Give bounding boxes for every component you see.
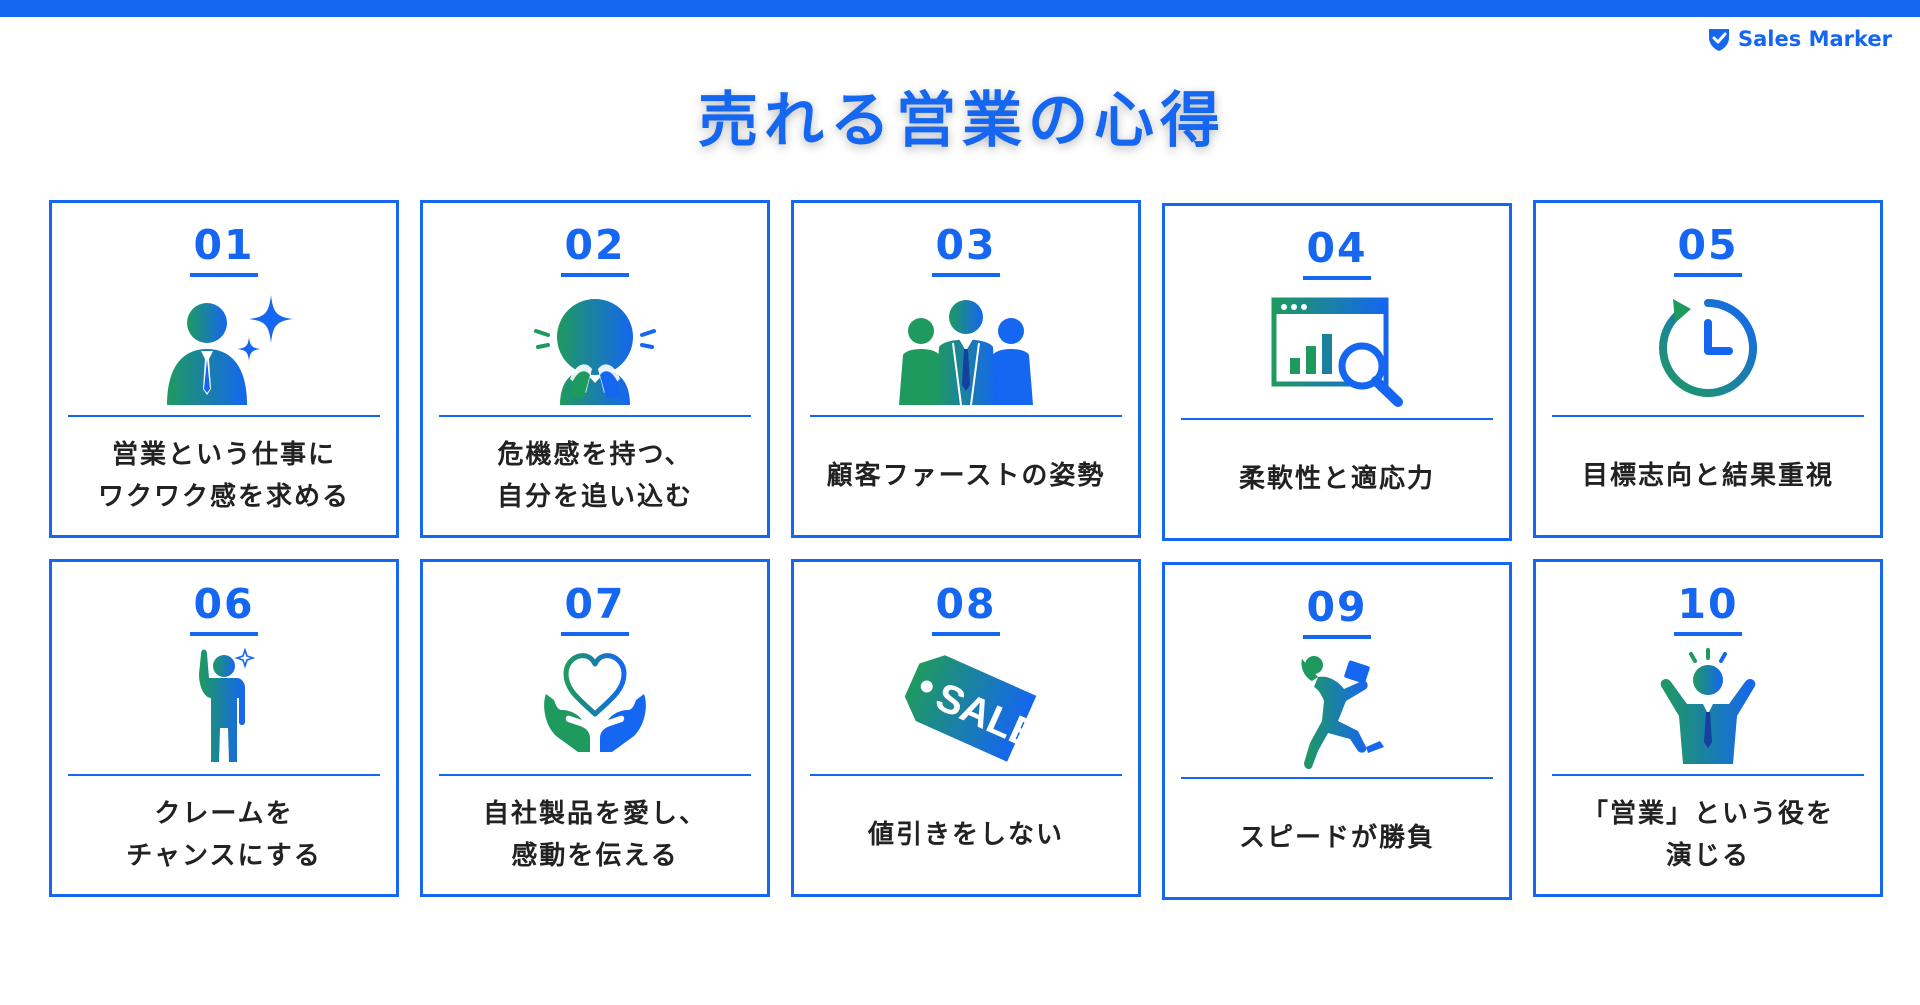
- tip-label: 顧客ファーストの姿勢: [826, 460, 1106, 491]
- divider: [1552, 415, 1864, 417]
- tip-label: 目標志向と結果重視: [1581, 460, 1834, 491]
- divider: [1181, 777, 1493, 779]
- tip-label: 値引きをしない: [867, 819, 1064, 850]
- tip-number: 10: [1536, 580, 1880, 636]
- sales-marker-logo-icon: [1709, 29, 1730, 51]
- tip-label: スピードが勝負: [1238, 822, 1435, 853]
- analytics-magnifier-icon: [1165, 284, 1509, 414]
- cheering-person-icon: [1536, 640, 1880, 770]
- tip-card-09: 09 スピードが勝負: [1162, 562, 1512, 900]
- tip-card-07: 07 自社製品を愛し、 感動を伝える: [420, 559, 770, 897]
- person-sparkle-icon: [52, 281, 396, 411]
- tip-label: 「営業」という役を 演じる: [1581, 798, 1834, 871]
- distressed-person-icon: [423, 281, 767, 411]
- divider: [1181, 418, 1493, 420]
- divider: [68, 415, 380, 417]
- tip-card-05: 05 目標志向と結果重視: [1533, 200, 1883, 538]
- tip-label: 柔軟性と適応力: [1238, 463, 1435, 494]
- tip-card-08: 08 SALE 値引きをしない: [791, 559, 1141, 897]
- tip-number: 03: [794, 221, 1138, 277]
- tip-card-10: 10 「営業」という役を 演じる: [1533, 559, 1883, 897]
- divider: [1552, 774, 1864, 776]
- top-accent-bar: [0, 0, 1920, 17]
- tip-card-03: 03 顧客ファーストの姿勢: [791, 200, 1141, 538]
- tip-number: 08: [794, 580, 1138, 636]
- divider: [810, 774, 1122, 776]
- person-raising-hand-icon: [52, 640, 396, 770]
- clock-icon: [1536, 281, 1880, 411]
- tip-label: 自社製品を愛し、 感動を伝える: [482, 798, 707, 871]
- tip-number: 07: [423, 580, 767, 636]
- divider: [68, 774, 380, 776]
- tip-card-04: 04 柔軟性と適応力: [1162, 203, 1512, 541]
- tip-label: 営業という仕事に ワクワク感を求める: [97, 439, 350, 512]
- tip-card-01: 01 営業という仕事に ワクワク感を求める: [49, 200, 399, 538]
- tip-number: 05: [1536, 221, 1880, 277]
- business-team-icon: [794, 281, 1138, 411]
- tip-card-02: 02 危機感を持つ、 自分を追い込む: [420, 200, 770, 538]
- divider: [810, 415, 1122, 417]
- tip-number: 01: [52, 221, 396, 277]
- tip-number: 02: [423, 221, 767, 277]
- brand-logo: Sales Marker: [1706, 26, 1892, 52]
- tip-card-06: 06 クレームを チャンスにする: [49, 559, 399, 897]
- running-businessman-icon: [1165, 643, 1509, 773]
- page-title: 売れる営業の心得: [698, 86, 1226, 156]
- divider: [439, 415, 751, 417]
- tip-number: 09: [1165, 583, 1509, 639]
- tip-number: 04: [1165, 224, 1509, 280]
- heart-in-hands-icon: [423, 640, 767, 770]
- tip-label: 危機感を持つ、 自分を追い込む: [496, 439, 693, 512]
- brand-name: Sales Marker: [1738, 27, 1892, 51]
- tip-label: クレームを チャンスにする: [126, 798, 322, 871]
- tip-number: 06: [52, 580, 396, 636]
- divider: [439, 774, 751, 776]
- sale-tag-icon: SALE: [794, 640, 1138, 770]
